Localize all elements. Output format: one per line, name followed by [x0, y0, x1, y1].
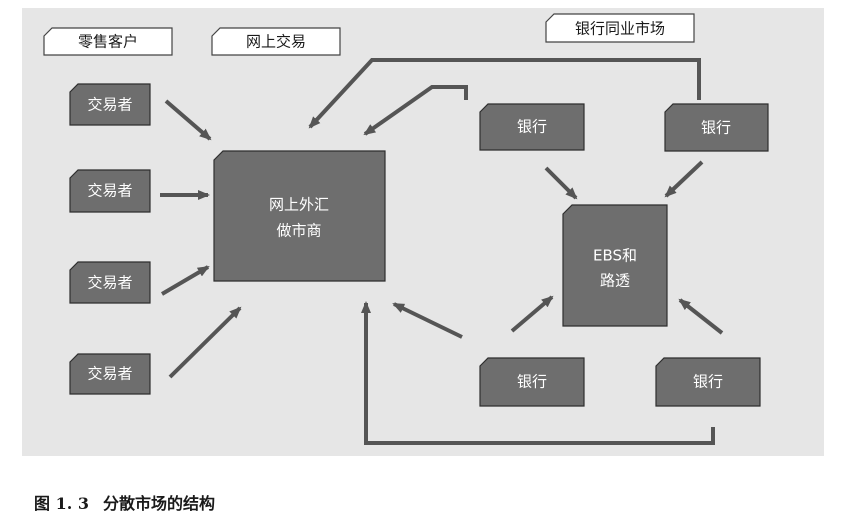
- svg-text:网上外汇: 网上外汇: [269, 196, 329, 214]
- figure-number: 图 1. 3: [34, 494, 89, 513]
- trader-box: 交易者: [69, 169, 151, 213]
- arrow-topright-bank-to-maker: [308, 58, 701, 129]
- figure-title: 分散市场的结构: [102, 494, 215, 513]
- svg-text:路透: 路透: [600, 272, 630, 290]
- svg-text:银行: 银行: [693, 373, 723, 391]
- svg-text:交易者: 交易者: [87, 96, 132, 114]
- arrow-bottomright-bank-to-ebs: [678, 298, 724, 335]
- header-interbank: 银行同业市场: [545, 13, 695, 43]
- arrow-trader3-to-maker: [160, 265, 210, 296]
- bank-box-bottom-left: 银行: [479, 357, 585, 407]
- trader-box: 交易者: [69, 353, 151, 395]
- arrow-bottomleft-bank-to-ebs: [510, 295, 554, 333]
- bank-box-bottom-right: 银行: [655, 357, 761, 407]
- svg-text:做市商: 做市商: [276, 222, 321, 240]
- svg-text:交易者: 交易者: [87, 182, 132, 200]
- market-maker-box: 网上外汇 做市商: [213, 150, 386, 282]
- bank-box-top-right: 银行: [664, 103, 769, 152]
- bank-box-top-left: 银行: [479, 103, 585, 151]
- arrow-bottomright-bank-to-maker: [361, 301, 715, 445]
- header-retail: 零售客户: [43, 27, 173, 56]
- arrow-topright-bank-to-ebs: [664, 160, 704, 198]
- svg-text:零售客户: 零售客户: [78, 33, 138, 51]
- svg-text:银行: 银行: [701, 119, 731, 137]
- svg-text:网上交易: 网上交易: [246, 33, 306, 51]
- svg-text:交易者: 交易者: [87, 274, 132, 292]
- header-online: 网上交易: [211, 27, 341, 56]
- arrow-bottomleft-bank-to-maker: [392, 302, 463, 339]
- arrow-trader4-to-maker: [168, 306, 242, 379]
- svg-text:EBS和: EBS和: [593, 247, 637, 265]
- trader-box: 交易者: [69, 83, 151, 126]
- svg-text:交易者: 交易者: [87, 365, 132, 383]
- trader-box: 交易者: [69, 261, 151, 304]
- arrow-topleft-bank-to-maker: [363, 85, 468, 136]
- figure-caption: 图 1. 3 分散市场的结构: [34, 490, 215, 514]
- arrow-trader1-to-maker: [164, 99, 212, 141]
- ebs-reuters-box: EBS和 路透: [562, 204, 668, 327]
- svg-text:银行同业市场: 银行同业市场: [575, 20, 665, 38]
- arrow-topleft-bank-to-ebs: [544, 166, 578, 200]
- svg-text:银行: 银行: [517, 373, 547, 391]
- svg-text:银行: 银行: [517, 118, 547, 136]
